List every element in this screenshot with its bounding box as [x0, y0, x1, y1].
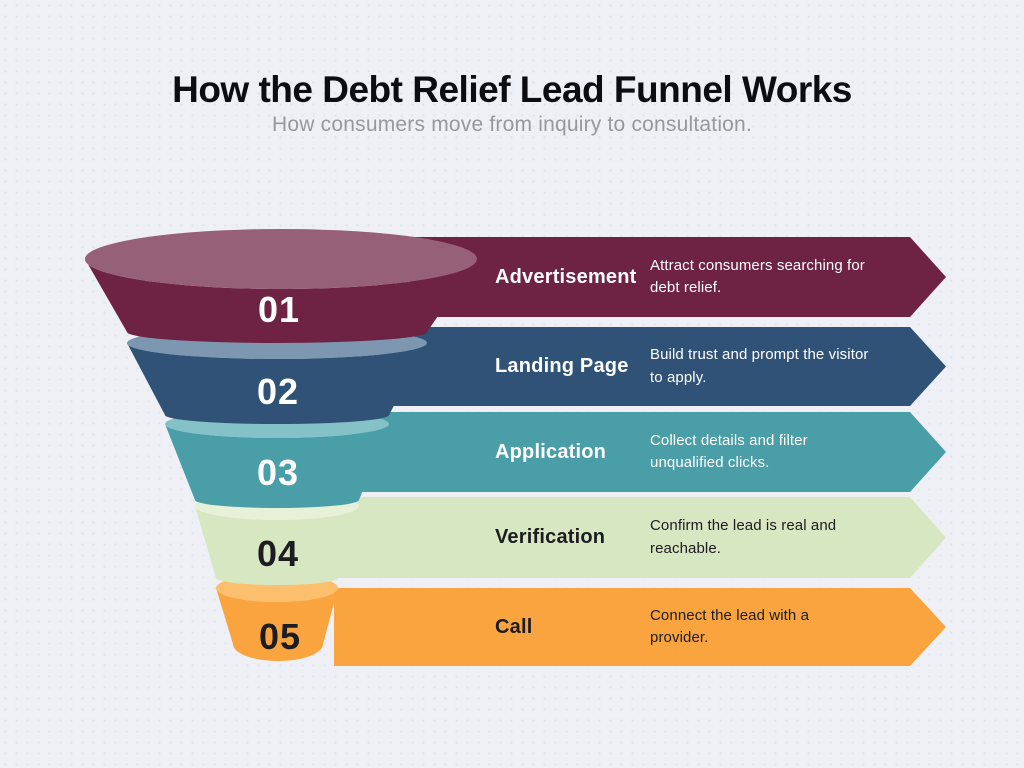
- stage-description: Confirm the lead is real and reachable.: [650, 517, 837, 557]
- funnel-stage-4-number: 04: [257, 533, 299, 574]
- funnel-stage-5-body: [216, 588, 338, 661]
- funnel-stage-3-number: 03: [257, 452, 299, 493]
- stage-label: Call: [495, 615, 533, 638]
- page-subtitle: How consumers move from inquiry to consu…: [272, 113, 752, 136]
- page-title: How the Debt Relief Lead Funnel Works: [172, 68, 852, 110]
- funnel-stage-2-number: 02: [257, 371, 299, 412]
- funnel-stage-4-body: [195, 506, 359, 585]
- stage-band-landing-page: Landing Page Build trust and prompt the …: [380, 327, 946, 406]
- funnel-stage-5-rim: [216, 574, 338, 602]
- funnel-stage-4-rim: [195, 492, 359, 520]
- stage-description: Connect the lead with a provider.: [650, 606, 810, 646]
- stage-label: Verification: [495, 526, 606, 548]
- stage-band-verification: Verification Confirm the lead is real an…: [338, 497, 946, 578]
- stage-band-advertisement: Advertisement Attract consumers searchin…: [410, 237, 946, 317]
- stage-description: Build trust and prompt the visitor to ap…: [650, 346, 869, 386]
- stage-description: Attract consumers searching for debt rel…: [650, 256, 865, 296]
- stage-band-application: Application Collect details and filter u…: [352, 412, 946, 492]
- stage-label: Application: [495, 440, 607, 463]
- stage-band-call: Call Connect the lead with a provider.: [334, 588, 946, 666]
- stage-description: Collect details and filter unqualified c…: [650, 431, 808, 471]
- stage-label: Landing Page: [495, 355, 629, 377]
- funnel-stage-5-number: 05: [259, 616, 301, 657]
- stage-label: Advertisement: [495, 265, 637, 288]
- funnel-stage-1-number: 01: [258, 289, 300, 330]
